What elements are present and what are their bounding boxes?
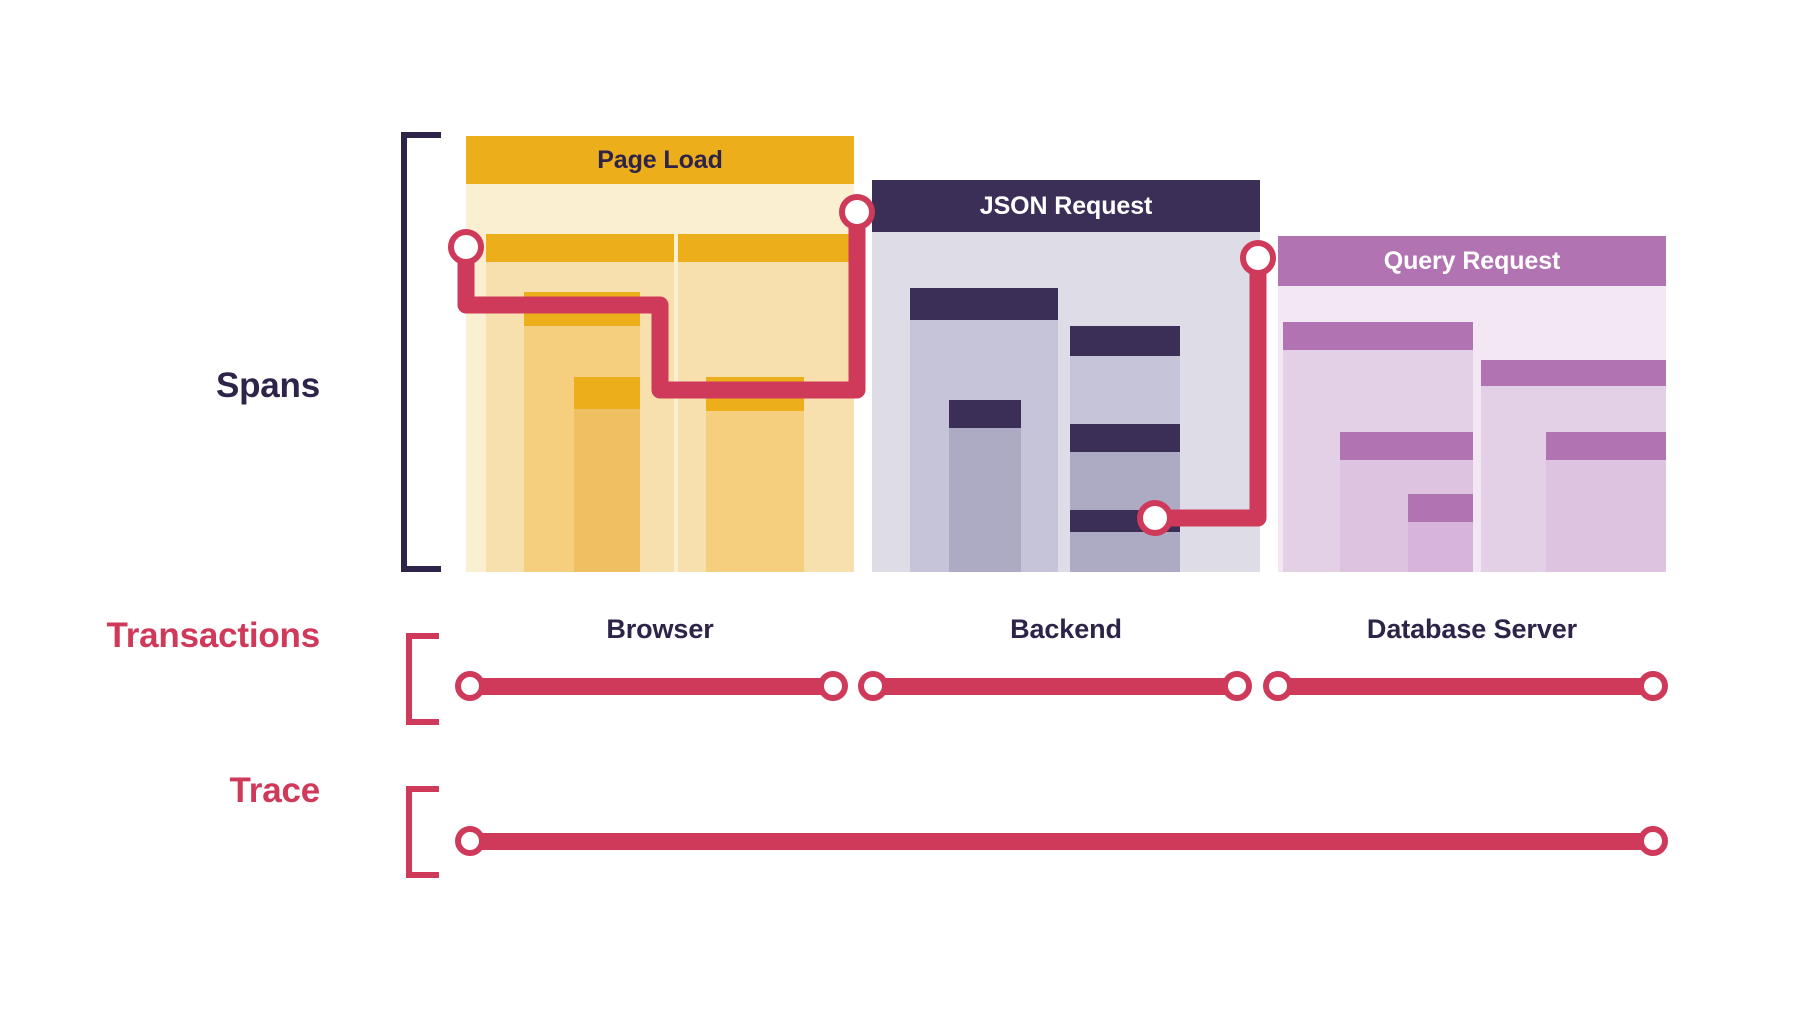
transaction-node-database-end[interactable] [1638,671,1668,701]
span-bar-head [1283,322,1473,350]
span-bar-database-4[interactable] [1546,432,1666,572]
transaction-node-backend-start[interactable] [858,671,888,701]
span-bar-head [678,234,854,262]
span-bar-head [1340,432,1473,460]
span-bar-head [1481,360,1666,386]
span-bar-head [1070,424,1180,452]
trace-node-start[interactable] [455,826,485,856]
span-bar-head [574,377,640,409]
service-label-browser: Browser [606,614,714,644]
trace-segment-full[interactable] [466,833,1666,850]
transaction-node-database-start[interactable] [1263,671,1293,701]
spans-bracket [401,132,441,572]
span-bar-browser-4[interactable] [574,377,640,572]
span-bar-head [486,234,674,262]
trace-row-label: Trace [229,771,321,810]
group-body-database [1278,286,1666,572]
transaction-node-browser-start[interactable] [455,671,485,701]
transaction-segment-database[interactable] [1276,678,1666,695]
span-bar-backend-5[interactable] [1070,510,1180,572]
trace-bracket [406,786,439,878]
group-body-browser [466,184,854,572]
span-bar-database-5[interactable] [1408,494,1473,572]
span-bar-head [1070,326,1180,356]
span-bar-browser-5[interactable] [706,377,804,572]
span-bar-head [524,292,640,326]
transaction-segment-backend[interactable] [870,678,1240,695]
span-bar-head [910,288,1058,320]
group-header-json-request[interactable]: JSON Request [872,180,1260,232]
span-bar-head [1070,510,1180,532]
service-label-database-server: Database Server [1366,614,1578,644]
trace-node-end[interactable] [1638,826,1668,856]
span-bar-head [1408,494,1473,522]
span-bar-head [706,377,804,411]
group-body-backend [872,232,1260,572]
transaction-segment-browser[interactable] [466,678,836,695]
span-bar-backend-2[interactable] [949,400,1021,572]
group-header-query-request[interactable]: Query Request [1278,236,1666,286]
transactions-bracket [406,633,439,725]
transaction-node-browser-end[interactable] [818,671,848,701]
service-label-backend: Backend [1010,614,1122,644]
group-header-page-load[interactable]: Page Load [466,136,854,184]
transaction-node-backend-end[interactable] [1222,671,1252,701]
span-bar-head [949,400,1021,428]
transactions-row-label: Transactions [106,616,320,655]
span-bar-head [1546,432,1666,460]
spans-row-label: Spans [215,366,320,405]
